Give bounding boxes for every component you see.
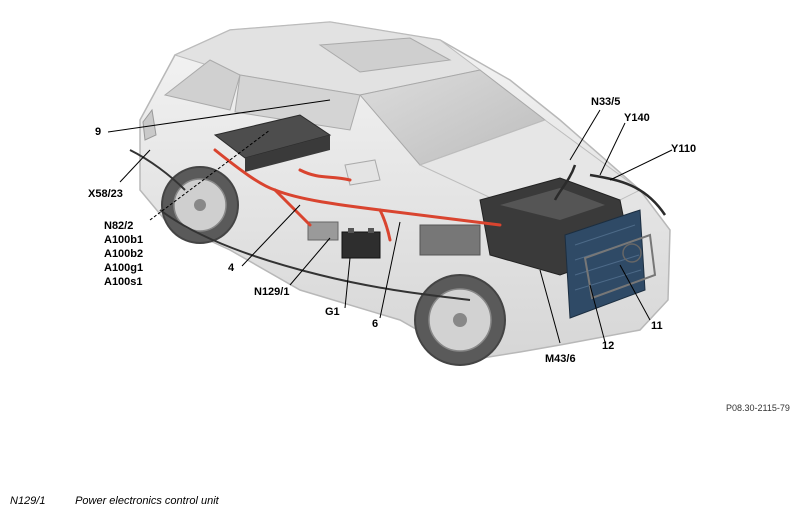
callout-a100b1: A100b1 <box>104 234 144 246</box>
callout-n82-2: N82/2 <box>104 220 134 232</box>
reference-code: P08.30-2115-79 <box>726 403 790 413</box>
callout-y140: Y140 <box>624 112 650 124</box>
legend-row: N129/1 Power electronics control unit <box>10 495 219 507</box>
battery-g1 <box>341 228 381 259</box>
callout-4: 4 <box>228 262 235 274</box>
legend-description: Power electronics control unit <box>75 495 219 507</box>
callout-a100s1: A100s1 <box>104 276 143 288</box>
callout-g1: G1 <box>325 306 340 318</box>
leader-lines <box>107 99 673 344</box>
car-body <box>139 21 671 361</box>
callout-11: 11 <box>651 320 663 332</box>
hv-battery <box>213 114 332 172</box>
callout-6: 6 <box>372 318 379 330</box>
front-grille <box>583 233 657 300</box>
callout-a100b2: A100b2 <box>104 248 144 260</box>
hv-cable-run <box>213 148 502 242</box>
legend-code: N129/1 <box>10 495 46 507</box>
callout-n129-1: N129/1 <box>254 286 290 298</box>
power-electronics-unit <box>307 221 339 241</box>
underbody-line <box>129 149 471 301</box>
front-wheel <box>414 274 506 366</box>
callout-m43-6: M43/6 <box>545 353 576 365</box>
vehicle-cutaway-diagram <box>107 21 673 366</box>
callout-n33-5: N33/5 <box>591 96 621 108</box>
callout-12: 12 <box>602 340 615 352</box>
callout-y110: Y110 <box>671 143 697 155</box>
callout-n82-group: N82/2 A100b1 A100b2 A100g1 A100s1 <box>104 219 143 289</box>
callout-a100g1: A100g1 <box>104 262 144 274</box>
front-lines <box>553 164 667 216</box>
callout-9: 9 <box>95 126 102 138</box>
callout-x58-23: X58/23 <box>88 188 123 200</box>
